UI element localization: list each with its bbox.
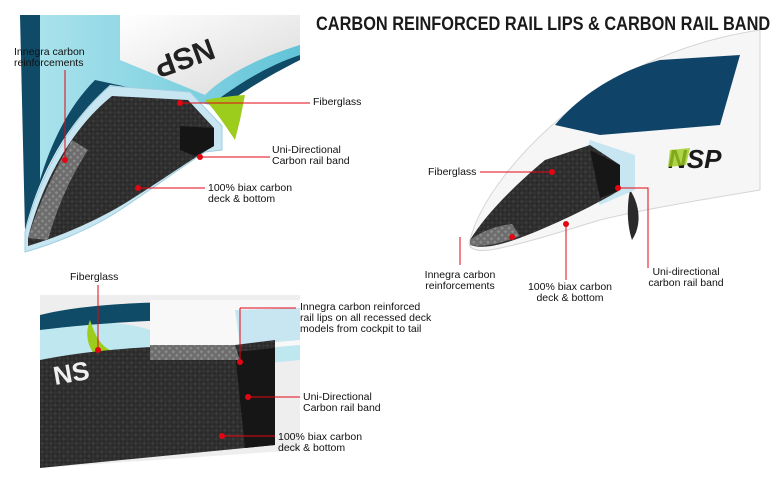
label-bl-biax-line1: 100% biax carbon	[278, 431, 363, 443]
label-r-innegra: Innegra carbon reinforcements	[410, 270, 510, 292]
callout-dot-bl-innegra	[237, 359, 243, 365]
callout-dot-tl-railband	[197, 154, 203, 160]
callout-dot-r-fiberglass	[549, 169, 555, 175]
callout-dot-bl-biax	[219, 433, 225, 439]
label-tl-fiberglass: Fiberglass	[313, 96, 362, 108]
label-r-railband: Uni-directional carbon rail band	[638, 267, 734, 289]
callout-dots	[62, 100, 621, 439]
logo-nsp-bottom-left: NS	[51, 355, 92, 391]
label-tl-railband-line2: Carbon rail band	[272, 155, 350, 167]
label-r-biax-line2: deck & bottom	[536, 292, 604, 304]
label-tl-innegra-line2: reinforcements	[14, 57, 84, 69]
label-r-fiberglass: Fiberglass	[428, 166, 477, 178]
label-r-railband-line2: carbon rail band	[648, 277, 724, 289]
label-r-innegra-line1: Innegra carbon	[424, 269, 496, 281]
callout-lines	[64, 70, 649, 437]
top-left-board: NSP	[20, 15, 300, 253]
label-bl-biax: 100% biax carbon deck & bottom	[278, 432, 362, 454]
label-bl-innegra: Innegra carbon reinforced rail lips on a…	[300, 302, 431, 335]
label-bl-railband: Uni-Directional Carbon rail band	[303, 392, 381, 414]
label-r-biax-line1: 100% biax carbon	[527, 281, 613, 293]
label-bl-innegra-line2: rail lips on all recessed deck	[300, 312, 432, 324]
label-bl-biax-line2: deck & bottom	[278, 442, 346, 454]
label-bl-railband-line2: Carbon rail band	[303, 402, 381, 414]
page-title: CARBON REINFORCED RAIL LIPS & CARBON RAI…	[316, 14, 770, 35]
label-bl-fiberglass: Fiberglass	[70, 271, 119, 283]
label-tl-innegra-line1: Innegra carbon	[14, 46, 85, 58]
right-board: NSP	[468, 29, 761, 251]
label-bl-innegra-line1: Innegra carbon reinforced	[300, 301, 421, 313]
label-bl-railband-line1: Uni-Directional	[303, 391, 372, 403]
label-tl-biax: 100% biax carbon deck & bottom	[208, 183, 292, 205]
callout-dot-tl-biax	[135, 185, 141, 191]
callout-dot-tl-fiberglass	[177, 100, 183, 106]
label-tl-railband: Uni-Directional Carbon rail band	[272, 145, 350, 167]
label-r-innegra-line2: reinforcements	[425, 280, 495, 292]
callout-dot-r-innegra	[509, 234, 515, 240]
label-tl-biax-line2: deck & bottom	[208, 193, 276, 205]
callout-dot-bl-railband	[245, 394, 251, 400]
bottom-left-board: NS	[40, 295, 300, 468]
callout-line-r-railband	[618, 187, 649, 268]
label-r-biax: 100% biax carbon deck & bottom	[520, 282, 620, 304]
callout-dot-tl-innegra	[62, 157, 68, 163]
label-bl-innegra-line3: models from cockpit to tail	[300, 323, 422, 335]
label-tl-railband-line1: Uni-Directional	[272, 144, 341, 156]
label-tl-biax-line1: 100% biax carbon	[208, 182, 293, 194]
label-tl-innegra: Innegra carbon reinforcements	[14, 47, 85, 69]
callout-dot-r-biax	[563, 221, 569, 227]
label-r-railband-line1: Uni-directional	[652, 266, 720, 278]
callout-dot-bl-fiberglass	[95, 347, 101, 353]
callout-dot-r-railband	[615, 185, 621, 191]
